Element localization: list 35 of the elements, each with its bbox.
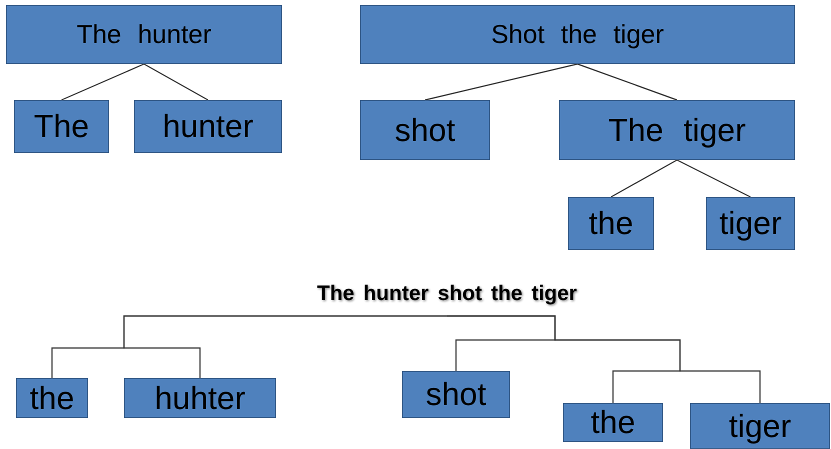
word-label: tiger [719, 205, 782, 242]
tree-bracket-line [123, 315, 447, 378]
word-label: The hunter [76, 19, 212, 50]
word-label: Shot the tiger [491, 19, 664, 50]
tree-branch-line [610, 159, 678, 198]
word-label: tiger [728, 408, 792, 444]
word-label: The tiger [608, 112, 746, 148]
word-label: the [588, 205, 634, 242]
tree-branch-line [676, 159, 751, 198]
tree-branch-line [577, 63, 678, 101]
tree-bracket-line [447, 315, 761, 403]
word-box [690, 403, 830, 449]
word-label: shot [394, 112, 456, 148]
word-label: shot [426, 376, 486, 413]
word-box [563, 403, 663, 442]
word-box [568, 197, 654, 250]
word-box [360, 5, 795, 64]
word-label: the [30, 380, 74, 416]
tree-branch-line [144, 63, 208, 101]
tree-branch-line [61, 63, 144, 101]
word-label: hunter [162, 108, 254, 145]
sentence-text: The hunter shot the tiger [317, 282, 577, 306]
word-label: The [34, 108, 90, 145]
tree-branch-line [424, 63, 578, 101]
word-box [124, 378, 276, 418]
word-label: the [590, 404, 636, 441]
word-box [6, 5, 282, 64]
word-box [360, 100, 490, 160]
word-box [134, 100, 282, 153]
word-box [706, 197, 795, 250]
word-box [402, 371, 510, 418]
word-box [16, 378, 88, 418]
word-box [559, 100, 795, 160]
word-label: huhter [154, 380, 246, 416]
word-box [14, 100, 109, 153]
